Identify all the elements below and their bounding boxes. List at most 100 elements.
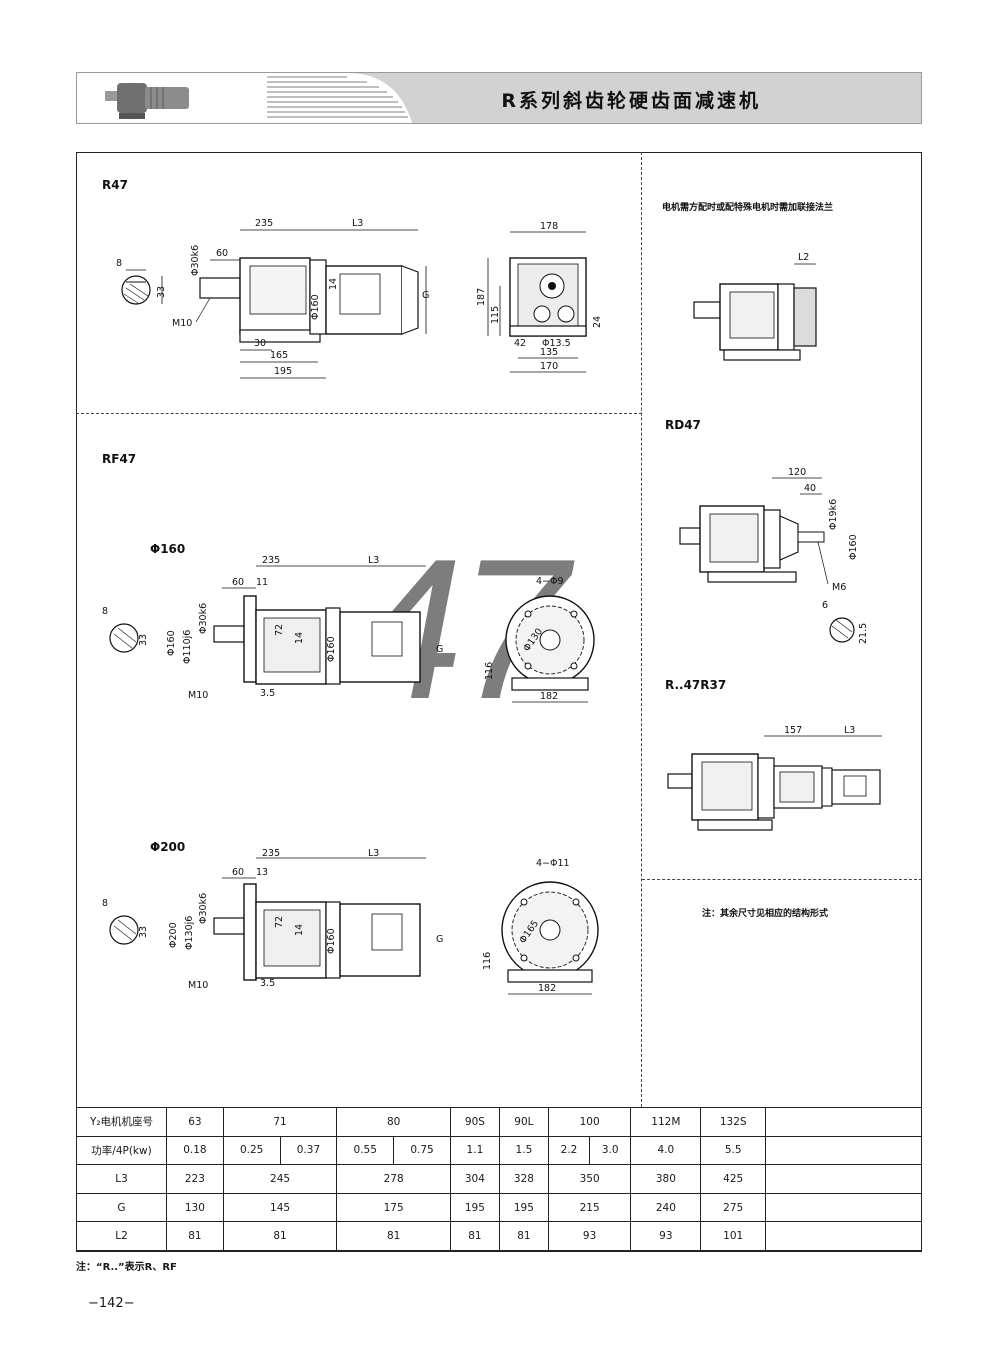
table-cell: 80 <box>336 1107 451 1137</box>
table-row-header: L2 <box>76 1221 167 1251</box>
svg-text:120: 120 <box>788 467 806 478</box>
svg-text:8: 8 <box>102 898 108 909</box>
svg-text:72: 72 <box>274 916 285 928</box>
svg-text:3.5: 3.5 <box>260 978 275 989</box>
section-label-r47: R47 <box>102 178 128 192</box>
table-blank-cell <box>765 1192 922 1223</box>
svg-text:187: 187 <box>476 288 487 306</box>
table-cell: 63 <box>166 1107 224 1137</box>
drawing-r47r37: 157 L3 <box>667 725 882 831</box>
drawing-rf47-200-flange: 4−Φ11 Φ165 116 182 <box>482 858 599 995</box>
table-cell: 112M <box>630 1107 702 1137</box>
vertical-divider <box>641 152 642 1107</box>
svg-text:13: 13 <box>256 867 268 878</box>
svg-text:14: 14 <box>294 924 305 936</box>
drawing-rf47-160-front: 8 33 Φ160 Φ110j6 Φ30k6 235 L3 60 11 72 1… <box>102 555 443 701</box>
gear-motor-icon <box>105 83 189 119</box>
svg-text:8: 8 <box>102 606 108 617</box>
svg-text:115: 115 <box>490 306 501 324</box>
svg-text:14: 14 <box>328 278 339 290</box>
table-row-header: Y₂电机机座号 <box>76 1107 167 1137</box>
table-cell: 81 <box>336 1221 451 1251</box>
svg-text:L3: L3 <box>368 555 379 566</box>
table-blank-cell <box>765 1135 922 1166</box>
svg-text:60: 60 <box>232 867 244 878</box>
section-label-phi200: Φ200 <box>150 840 186 854</box>
table-cell: 215 <box>547 1192 632 1223</box>
svg-text:165: 165 <box>270 350 288 361</box>
page-title: R系列斜齿轮硬齿面减速机 <box>501 90 761 112</box>
table-cell: 90S <box>449 1107 500 1137</box>
page-number: −142− <box>88 1296 135 1311</box>
horizontal-divider-left <box>76 413 642 414</box>
table-cell: 101 <box>700 1221 766 1251</box>
footnote: 注：“R..”表示R、RF <box>76 1262 177 1273</box>
table-cell: 278 <box>336 1164 451 1194</box>
svg-text:Φ30k6: Φ30k6 <box>190 245 201 276</box>
table-cell: 1.1 <box>449 1135 500 1166</box>
drawing-rf47-160-flange: 4−Φ9 Φ130 116 182 <box>484 576 595 703</box>
table-cell: 100 <box>547 1107 632 1137</box>
table-cell: 81 <box>498 1221 549 1251</box>
section-label-r47r37: R..47R37 <box>665 678 727 692</box>
svg-text:4−Φ9: 4−Φ9 <box>536 576 564 587</box>
svg-text:M10: M10 <box>172 318 192 329</box>
header-decoration <box>227 73 412 123</box>
table-cell: 2.2 <box>547 1135 591 1166</box>
table-cell: 328 <box>498 1164 549 1194</box>
content-frame <box>76 152 922 1252</box>
table-cell: 195 <box>449 1192 500 1223</box>
table-cell: 380 <box>630 1164 702 1194</box>
svg-text:33: 33 <box>138 634 149 646</box>
svg-text:M10: M10 <box>188 690 208 701</box>
table-cell: 93 <box>630 1221 702 1251</box>
table-cell: 81 <box>166 1221 224 1251</box>
svg-text:33: 33 <box>138 926 149 938</box>
table-cell: 304 <box>449 1164 500 1194</box>
svg-text:Φ160: Φ160 <box>310 294 321 320</box>
svg-text:Φ19k6: Φ19k6 <box>828 499 839 530</box>
svg-text:Φ160: Φ160 <box>166 630 177 656</box>
table-cell: 145 <box>222 1192 338 1223</box>
svg-text:Φ160: Φ160 <box>848 534 859 560</box>
section-label-rd47: RD47 <box>665 418 701 432</box>
svg-text:24: 24 <box>592 316 603 328</box>
table-cell: 245 <box>222 1164 338 1194</box>
svg-text:42: 42 <box>514 338 526 349</box>
horizontal-divider-right <box>642 879 922 880</box>
table-cell: 175 <box>336 1192 451 1223</box>
table-row-header: L3 <box>76 1164 167 1194</box>
drawing-rf47-200-front: 8 33 Φ200 Φ130j6 Φ30k6 235 L3 60 13 72 1… <box>102 848 443 991</box>
svg-text:116: 116 <box>482 952 493 970</box>
svg-text:Φ110j6: Φ110j6 <box>182 630 193 664</box>
svg-text:L3: L3 <box>352 218 363 229</box>
svg-text:6: 6 <box>822 600 828 611</box>
table-cell: 350 <box>547 1164 632 1194</box>
svg-text:235: 235 <box>262 848 280 859</box>
svg-text:M10: M10 <box>188 980 208 991</box>
table-cell: 0.18 <box>166 1135 224 1166</box>
svg-text:G: G <box>422 290 429 301</box>
svg-text:116: 116 <box>484 662 495 680</box>
table-cell: 275 <box>700 1192 766 1223</box>
table-cell: 81 <box>449 1221 500 1251</box>
svg-text:33: 33 <box>156 286 167 298</box>
table-cell: 0.37 <box>279 1135 338 1166</box>
page-header: R系列斜齿轮硬齿面减速机 <box>76 72 922 124</box>
svg-text:4−Φ11: 4−Φ11 <box>536 858 570 869</box>
svg-text:157: 157 <box>784 725 802 736</box>
table-cell: 4.0 <box>630 1135 702 1166</box>
svg-text:Φ160: Φ160 <box>326 636 337 662</box>
table-cell: 223 <box>166 1164 224 1194</box>
table-cell: 130 <box>166 1192 224 1223</box>
drawing-rd47: 120 40 Φ19k6 Φ160 M6 6 21.5 <box>679 467 869 644</box>
table-cell: 0.75 <box>393 1135 451 1166</box>
table-cell: 0.55 <box>336 1135 395 1166</box>
svg-text:72: 72 <box>274 624 285 636</box>
svg-text:195: 195 <box>274 366 292 377</box>
